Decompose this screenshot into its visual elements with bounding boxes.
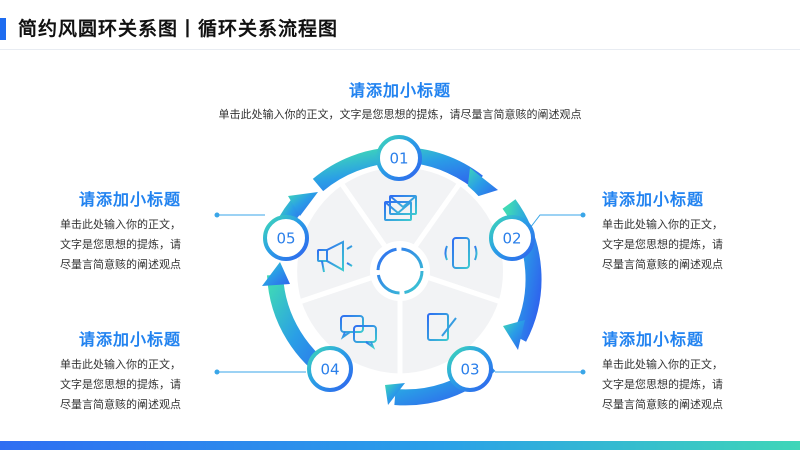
step-badge-02: 02 bbox=[489, 215, 535, 261]
right-lower-line-2: 文字是您思想的提炼，请 bbox=[602, 378, 723, 391]
step-number-04: 04 bbox=[320, 361, 339, 379]
right-lower-text-block: 请添加小标题 单击此处输入你的正文， 文字是您思想的提炼，请 尽量言简意赅的阐述… bbox=[602, 329, 772, 415]
center-ring bbox=[376, 247, 424, 295]
left-upper-line-2: 文字是您思想的提炼，请 bbox=[60, 238, 181, 251]
left-lower-line-1: 单击此处输入你的正文， bbox=[60, 358, 181, 371]
right-lower-body: 单击此处输入你的正文， 文字是您思想的提炼，请 尽量言简意赅的阐述观点 bbox=[602, 355, 772, 415]
step-badge-03: 03 bbox=[447, 346, 493, 392]
connector-dots bbox=[214, 212, 586, 375]
step-badge-01: 01 bbox=[376, 135, 422, 181]
right-lower-line-1: 单击此处输入你的正文， bbox=[602, 358, 723, 371]
top-text-block: 请添加小标题 单击此处输入你的正文，文字是您思想的提炼，请尽量言简意赅的阐述观点 bbox=[150, 80, 650, 125]
top-body: 单击此处输入你的正文，文字是您思想的提炼，请尽量言简意赅的阐述观点 bbox=[218, 108, 582, 121]
right-lower-heading: 请添加小标题 bbox=[602, 330, 705, 349]
step-badge-05: 05 bbox=[263, 215, 309, 261]
chat-bubbles-icon bbox=[340, 315, 377, 350]
connector-lines bbox=[217, 214, 583, 373]
left-upper-body: 单击此处输入你的正文， 文字是您思想的提炼，请 尽量言简意赅的阐述观点 bbox=[60, 215, 220, 275]
mail-stack-icon bbox=[384, 195, 417, 221]
step-number-01: 01 bbox=[389, 150, 408, 168]
right-upper-heading: 请添加小标题 bbox=[602, 190, 705, 209]
left-lower-line-2: 文字是您思想的提炼，请 bbox=[60, 378, 181, 391]
megaphone-icon bbox=[317, 240, 355, 273]
step-number-02: 02 bbox=[502, 230, 521, 248]
step-badge-04: 04 bbox=[307, 346, 353, 392]
left-upper-heading: 请添加小标题 bbox=[78, 190, 181, 209]
document-edit-icon bbox=[427, 313, 457, 341]
right-upper-line-2: 文字是您思想的提炼，请 bbox=[602, 238, 723, 251]
phone-vibrate-icon bbox=[444, 237, 478, 269]
left-lower-heading: 请添加小标题 bbox=[78, 330, 181, 349]
header-bar: 简约风圆环关系图丨循环关系流程图 bbox=[0, 0, 800, 50]
left-lower-body: 单击此处输入你的正文， 文字是您思想的提炼，请 尽量言简意赅的阐述观点 bbox=[60, 355, 220, 415]
step-number-05: 05 bbox=[276, 230, 295, 248]
right-upper-line-3: 尽量言简意赅的阐述观点 bbox=[602, 258, 723, 271]
right-upper-body: 单击此处输入你的正文， 文字是您思想的提炼，请 尽量言简意赅的阐述观点 bbox=[602, 215, 772, 275]
bottom-gradient-bar bbox=[0, 441, 800, 450]
left-upper-line-3: 尽量言简意赅的阐述观点 bbox=[60, 258, 181, 271]
header-accent bbox=[0, 18, 6, 40]
right-upper-text-block: 请添加小标题 单击此处输入你的正文， 文字是您思想的提炼，请 尽量言简意赅的阐述… bbox=[602, 189, 772, 275]
right-upper-line-1: 单击此处输入你的正文， bbox=[602, 218, 723, 231]
top-heading: 请添加小标题 bbox=[348, 81, 451, 100]
page-title: 简约风圆环关系图丨循环关系流程图 bbox=[18, 18, 339, 40]
left-lower-text-block: 请添加小标题 单击此处输入你的正文， 文字是您思想的提炼，请 尽量言简意赅的阐述… bbox=[60, 329, 220, 415]
right-lower-line-3: 尽量言简意赅的阐述观点 bbox=[602, 398, 723, 411]
left-upper-line-1: 单击此处输入你的正文， bbox=[60, 218, 181, 231]
left-upper-text-block: 请添加小标题 单击此处输入你的正文， 文字是您思想的提炼，请 尽量言简意赅的阐述… bbox=[60, 189, 220, 275]
left-lower-line-3: 尽量言简意赅的阐述观点 bbox=[60, 398, 181, 411]
step-number-03: 03 bbox=[460, 361, 479, 379]
